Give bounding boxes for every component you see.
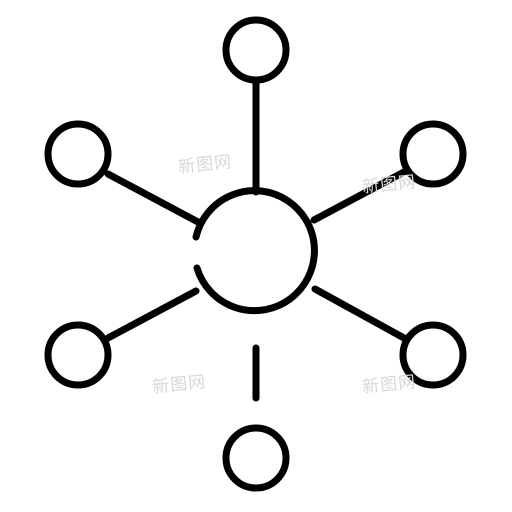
node-lower-left <box>44 321 112 389</box>
connector-lower-left <box>104 287 200 342</box>
node-top <box>222 16 290 84</box>
node-upper-right <box>399 120 467 188</box>
connector-lower-right <box>311 285 408 342</box>
node-lower-right <box>399 321 467 389</box>
hub-circle <box>192 187 318 315</box>
connector-upper-left <box>104 170 202 226</box>
connector-upper-right <box>310 168 408 224</box>
node-bottom <box>222 424 290 492</box>
node-upper-left <box>44 120 112 188</box>
